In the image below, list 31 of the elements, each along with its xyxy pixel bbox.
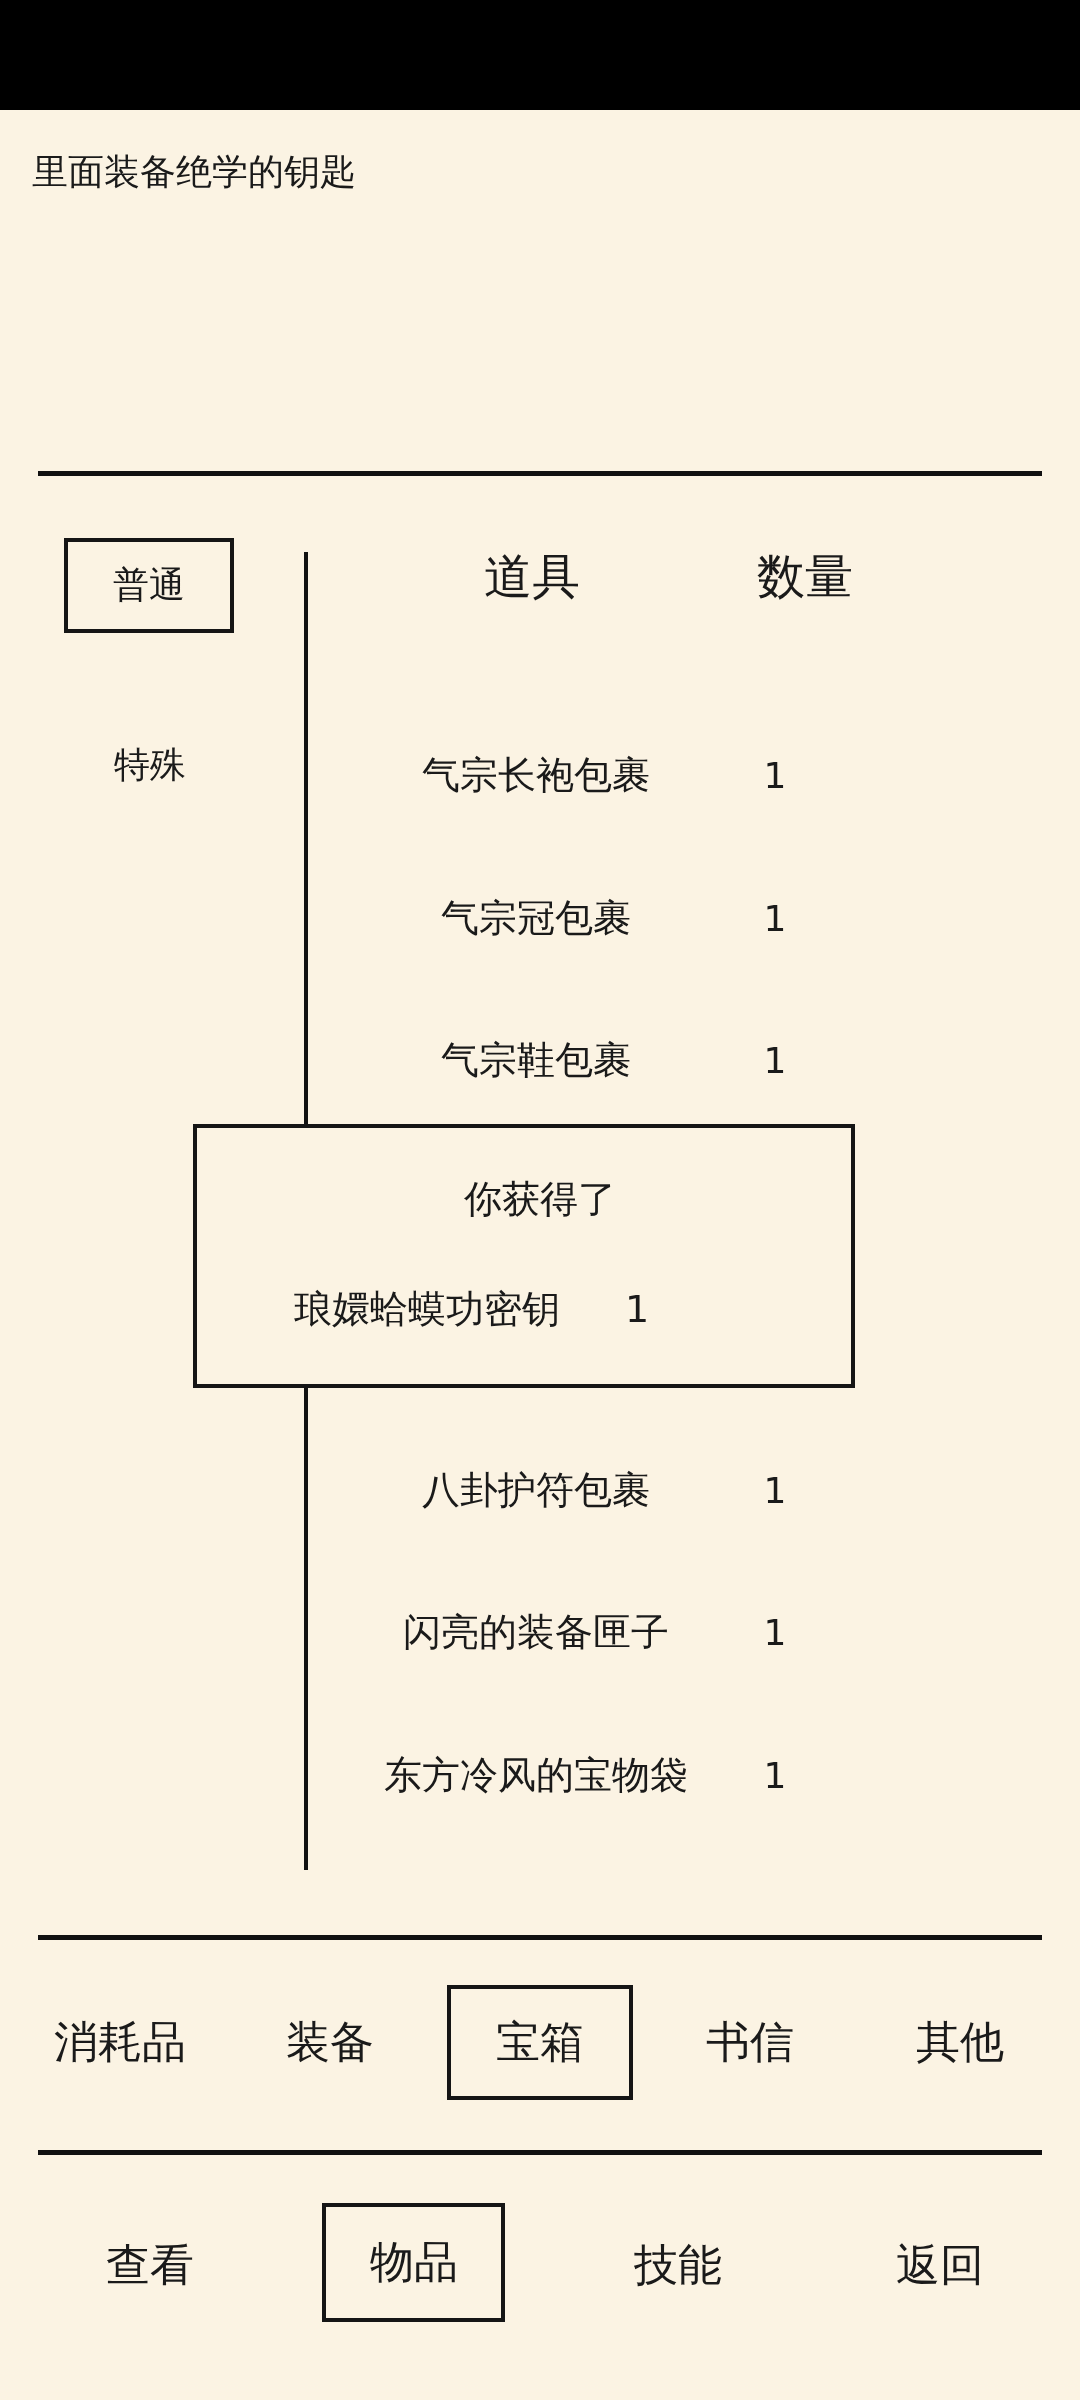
menu-label: 技能 [634,2237,722,2292]
item-name: 气宗鞋包裹 [441,1036,631,1084]
item-name: 气宗长袍包裹 [422,751,650,799]
item-name: 琅嬛蛤蟆功密钥 [294,1285,560,1333]
quantity: 1 [763,897,787,939]
item-name: 东方冷风的宝物袋 [384,1751,688,1799]
quantity: 1 [624,1287,650,1331]
tab-label: 装备 [286,2014,374,2069]
menu-label: 查看 [106,2237,194,2292]
quantity: 1 [763,1039,787,1081]
selected-tab: 普通 [64,538,234,633]
item-name: 气宗冠包裹 [441,894,631,942]
menu-label: 返回 [896,2237,984,2292]
popup-dialog [193,1124,855,1388]
quantity: 1 [763,1611,787,1653]
column-header: 道具 [484,547,580,606]
tab-label: 特殊 [114,742,186,787]
selected-menu-button: 物品 [322,2203,505,2322]
quantity: 1 [763,754,787,796]
column-header: 数量 [757,547,853,606]
status-bar [0,0,1080,110]
tab-label: 消耗品 [54,2014,186,2069]
tab-label: 其他 [916,2014,1004,2069]
description-text: 里面装备绝学的钥匙 [32,149,356,194]
quantity: 1 [763,1469,787,1511]
selected-tab: 宝箱 [447,1985,633,2100]
popup-message: 你获得了 [464,1175,616,1223]
item-name: 闪亮的装备匣子 [403,1608,669,1656]
tab-label: 书信 [706,2014,794,2069]
item-name: 八卦护符包裹 [422,1466,650,1514]
quantity: 1 [763,1754,787,1796]
